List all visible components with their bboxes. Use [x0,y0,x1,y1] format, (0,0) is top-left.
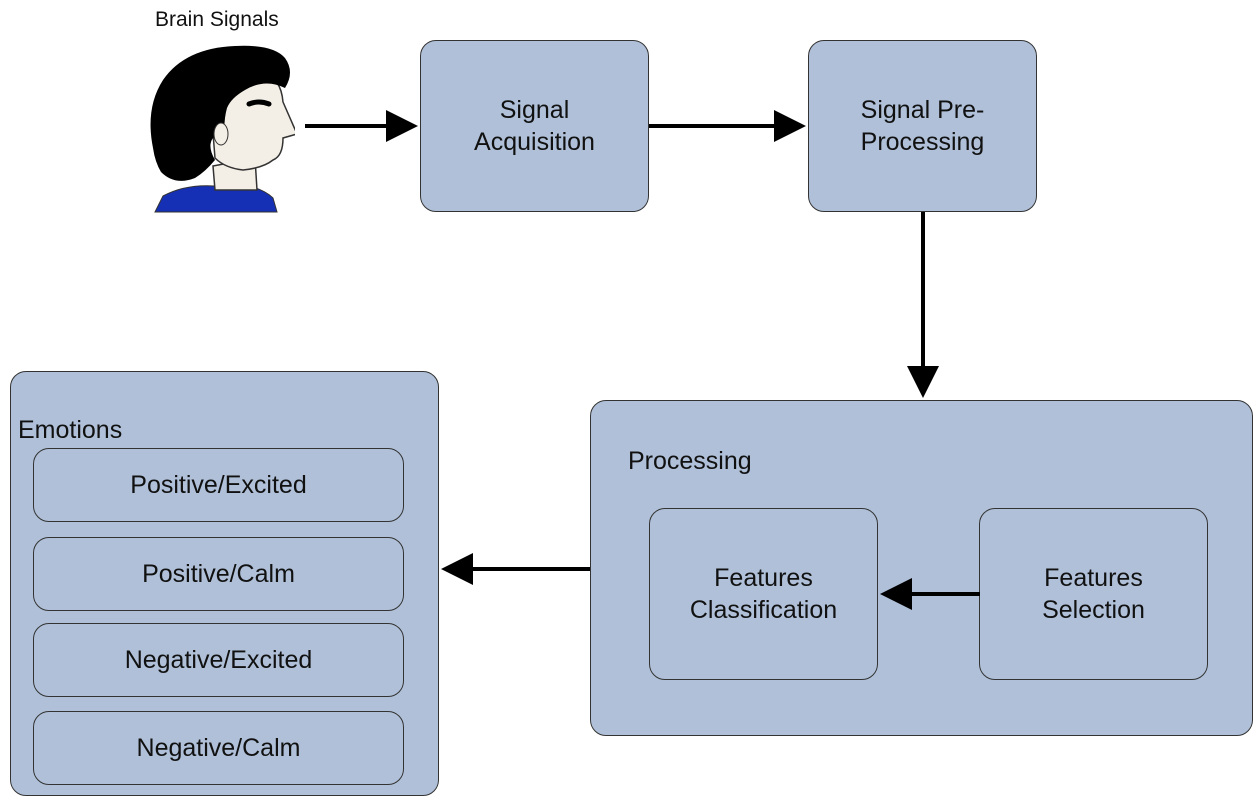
emotion-item-positive-calm: Positive/Calm [33,537,404,611]
emotions-title: Emotions [18,416,123,444]
emotion-item-negative-excited: Negative/Excited [33,623,404,697]
signal-acquisition-box: Signal Acquisition [420,40,649,212]
signal-preprocessing-box: Signal Pre- Processing [808,40,1037,212]
features-selection-box: Features Selection [979,508,1208,680]
emotions-container: Emotions Positive/Excited Positive/Calm … [10,371,439,796]
emotion-item-negative-calm: Negative/Calm [33,711,404,785]
emotion-item-positive-excited: Positive/Excited [33,448,404,522]
brain-signals-caption: Brain Signals [155,8,279,31]
person-head-icon [150,45,295,213]
processing-title: Processing [628,447,752,475]
ear-shape [213,122,229,146]
features-classification-box: Features Classification [649,508,878,680]
processing-container: Processing Features Classification Featu… [590,400,1253,736]
eye-shape [246,99,272,107]
hair-shape [150,45,290,181]
